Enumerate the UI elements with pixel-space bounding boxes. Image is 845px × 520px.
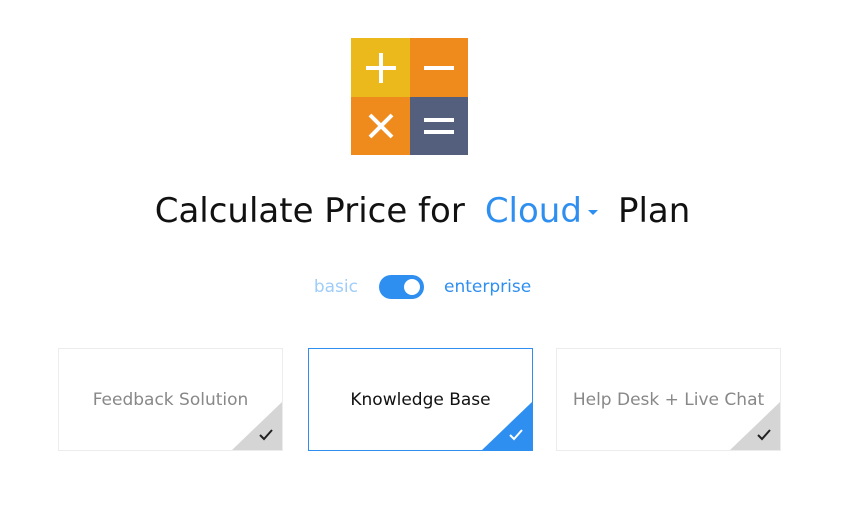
calculator-logo [351,38,468,155]
switch-knob [403,279,420,295]
plan-dropdown[interactable]: Cloud [485,191,598,231]
caret-down-icon [587,209,598,215]
multiply-icon [351,97,410,155]
title-prefix: Calculate Price for [154,191,465,231]
toggle-label-basic[interactable]: basic [313,277,358,297]
product-card-label: Help Desk + Live Chat [572,389,765,410]
checkmark-icon [509,429,523,441]
product-card-knowledge-base[interactable]: Knowledge Base [308,348,533,451]
title-suffix: Plan [617,191,691,231]
product-card-label: Knowledge Base [350,389,491,410]
plan-tier-toggle-row: basic enterprise [0,272,845,302]
card-corner [730,402,780,450]
plan-dropdown-value: Cloud [484,191,582,231]
product-card-help-desk-live-chat[interactable]: Help Desk + Live Chat [556,348,781,451]
plan-tier-switch[interactable] [378,275,424,299]
product-card-feedback-solution[interactable]: Feedback Solution [58,348,283,451]
equals-icon [410,97,468,155]
card-corner [232,402,282,450]
page-title: Calculate Price for Cloud Plan [0,188,845,234]
toggle-label-enterprise[interactable]: enterprise [443,277,532,297]
checkmark-icon [757,429,771,441]
checkmark-icon [259,429,273,441]
minus-icon [410,38,468,97]
plus-icon [351,38,410,97]
product-card-label: Feedback Solution [92,389,249,410]
card-corner [482,402,532,450]
